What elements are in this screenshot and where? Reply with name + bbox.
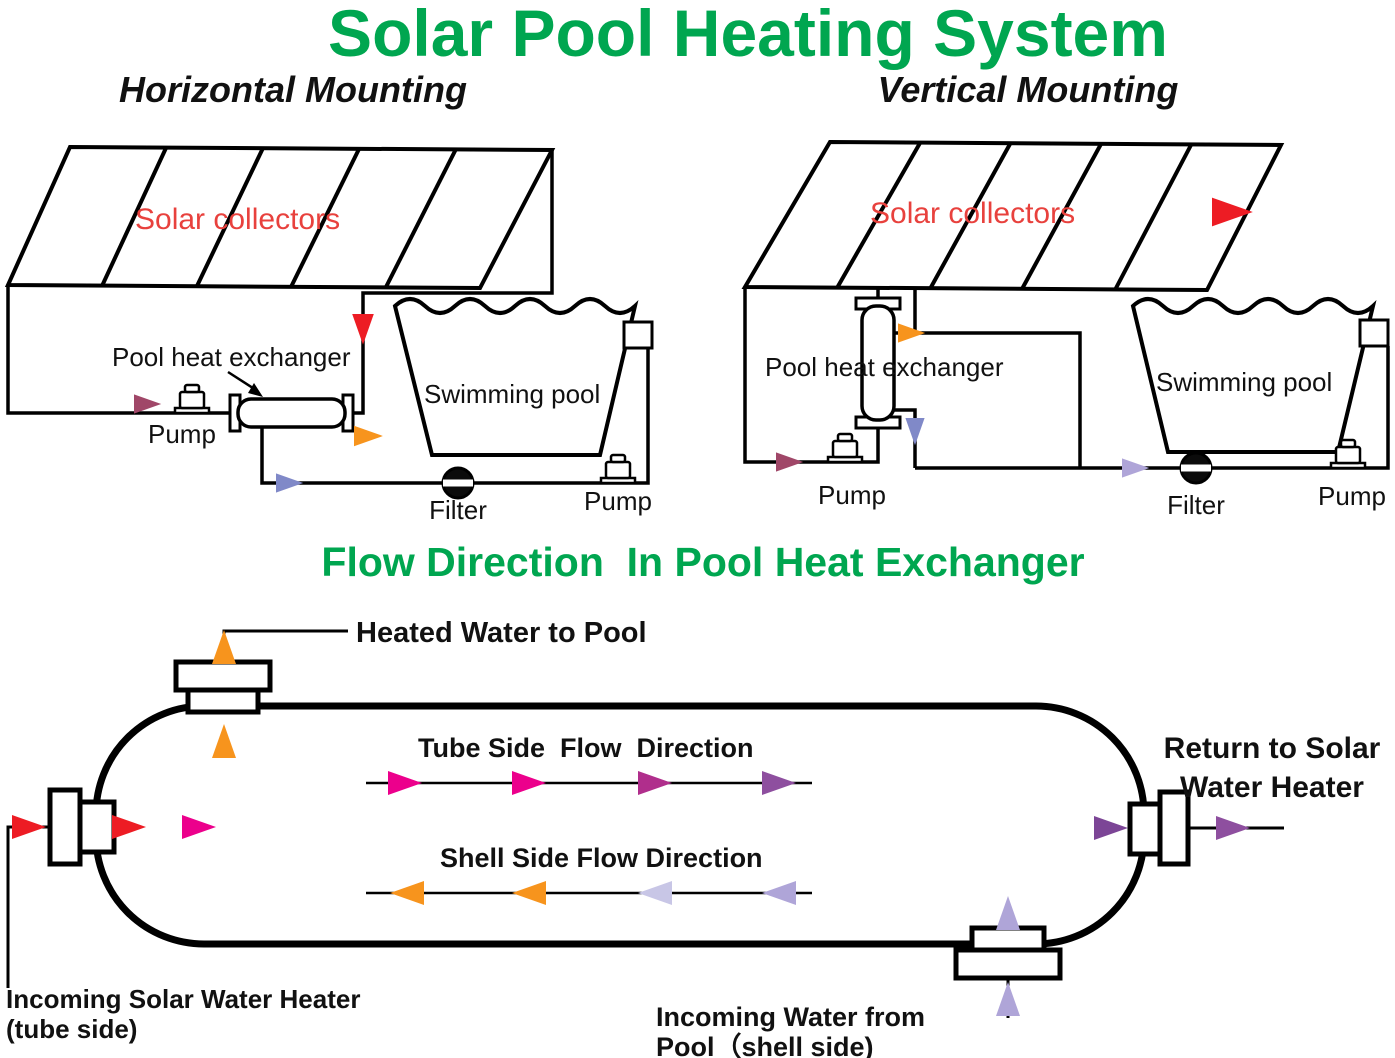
- pipe-tube-in: [6, 825, 52, 988]
- return-label-line1: Return to Solar: [1164, 732, 1381, 765]
- flow-arrow-icon: [12, 815, 46, 839]
- pipe-pool-loop: [894, 331, 1082, 468]
- pool-inlet-fitting: [622, 320, 654, 350]
- flow-arrow-icon: [1216, 816, 1250, 840]
- solar-collector-panel: Solar collectors: [741, 139, 1285, 293]
- port-flange: [953, 947, 1063, 981]
- pump-icon: [826, 432, 864, 464]
- collector-divider: [1020, 143, 1103, 290]
- collector-divider: [1113, 144, 1193, 291]
- pipe-solar-return: [6, 285, 230, 415]
- flow-heading: Flow Direction In Pool Heat Exchanger: [321, 539, 1084, 585]
- leader-arrowhead-icon: [248, 383, 263, 397]
- filter-icon: [1179, 451, 1213, 485]
- pool-outline: [392, 297, 639, 457]
- swimming-pool-label: Swimming pool: [1156, 367, 1332, 397]
- heated-water-label: Heated Water to Pool: [356, 617, 647, 649]
- port-flange: [173, 659, 273, 693]
- horizontal-mounting-section: Horizontal Mounting Solar collectors Swi…: [4, 69, 654, 525]
- filter-label: Filter: [1167, 490, 1225, 520]
- page-title: Solar Pool Heating System: [328, 0, 1168, 70]
- pipe-pool-loop: [915, 346, 1390, 470]
- section-heading-vertical: Vertical Mounting: [878, 69, 1179, 110]
- port-tube-out: [1127, 789, 1191, 867]
- flow-arrow-icon: [905, 418, 925, 446]
- solar-collectors-label: Solar collectors: [870, 197, 1075, 230]
- return-label-line2: Water Heater: [1180, 771, 1364, 804]
- port-flange: [47, 787, 83, 867]
- incoming-solar-label-line1: Incoming Solar Water Heater: [6, 984, 360, 1014]
- flow-arrow-icon: [212, 630, 236, 664]
- incoming-pool-label-line1: Incoming Water from: [656, 1002, 925, 1032]
- pool-heat-exchanger: [854, 296, 902, 430]
- collector-divider: [928, 143, 1012, 290]
- port-flange: [1157, 789, 1191, 867]
- collector-divider: [100, 147, 168, 287]
- swimming-pool: Swimming pool: [1130, 297, 1377, 454]
- port-heated-water-out: [173, 659, 273, 715]
- collector-divider: [835, 142, 922, 289]
- flow-arrow-icon: [996, 982, 1020, 1016]
- pipe-pool-loop: [894, 408, 917, 468]
- pool-inlet-fitting: [1358, 318, 1390, 348]
- pipe-solar-return: [743, 287, 880, 464]
- pipe-solar-supply: [353, 150, 554, 415]
- section-heading-horizontal: Horizontal Mounting: [119, 69, 467, 110]
- collector-outline: [4, 144, 556, 291]
- pump-label: Pump: [818, 480, 886, 510]
- filter-icon: [441, 466, 475, 500]
- port-shell-in: [953, 925, 1063, 981]
- pool-outline: [1130, 297, 1377, 454]
- vertical-mounting-section: Vertical Mounting Solar collectors Swimm…: [741, 69, 1390, 520]
- flow-arrow-icon: [134, 394, 162, 414]
- incoming-solar-label-line2: (tube side): [6, 1014, 137, 1044]
- pump-icon: [173, 383, 211, 415]
- tube-side-label: Tube Side Flow Direction: [418, 733, 754, 763]
- port-neck: [77, 799, 117, 855]
- flow-arrow-icon: [276, 473, 304, 493]
- pump-icon: [599, 453, 637, 485]
- port-neck: [1127, 801, 1165, 857]
- pool-heat-exchanger: [228, 393, 355, 433]
- flow-arrow-icon: [1122, 458, 1150, 478]
- exchanger-body: [236, 397, 347, 429]
- leader-line: [227, 370, 257, 392]
- flow-arrow-icon: [352, 314, 374, 345]
- heat-exchanger-label: Pool heat exchanger: [112, 342, 351, 372]
- flow-direction-section: Flow Direction In Pool Heat Exchanger: [6, 539, 1381, 1058]
- shell-side-label: Shell Side Flow Direction: [440, 843, 763, 873]
- port-tube-in: [47, 787, 117, 867]
- pump-label: Pump: [584, 486, 652, 516]
- pump-label: Pump: [148, 419, 216, 449]
- solar-collectors-label: Solar collectors: [135, 203, 340, 236]
- swimming-pool: Swimming pool: [392, 297, 639, 457]
- filter-label: Filter: [429, 495, 487, 525]
- collector-divider: [289, 148, 361, 288]
- flow-arrow-icon: [354, 425, 383, 447]
- solar-collector-panel: Solar collectors: [4, 144, 556, 291]
- pump-label: Pump: [1318, 481, 1386, 511]
- exchanger-body: [860, 304, 896, 422]
- collector-divider: [384, 148, 458, 288]
- collector-outline: [741, 139, 1285, 293]
- flow-arrow-icon: [898, 323, 926, 343]
- collector-divider: [195, 147, 265, 287]
- incoming-pool-label-line2: Pool（shell side): [656, 1032, 874, 1058]
- heat-exchanger-label: Pool heat exchanger: [765, 352, 1004, 382]
- swimming-pool-label: Swimming pool: [424, 379, 600, 409]
- flow-arrow-icon: [776, 452, 804, 472]
